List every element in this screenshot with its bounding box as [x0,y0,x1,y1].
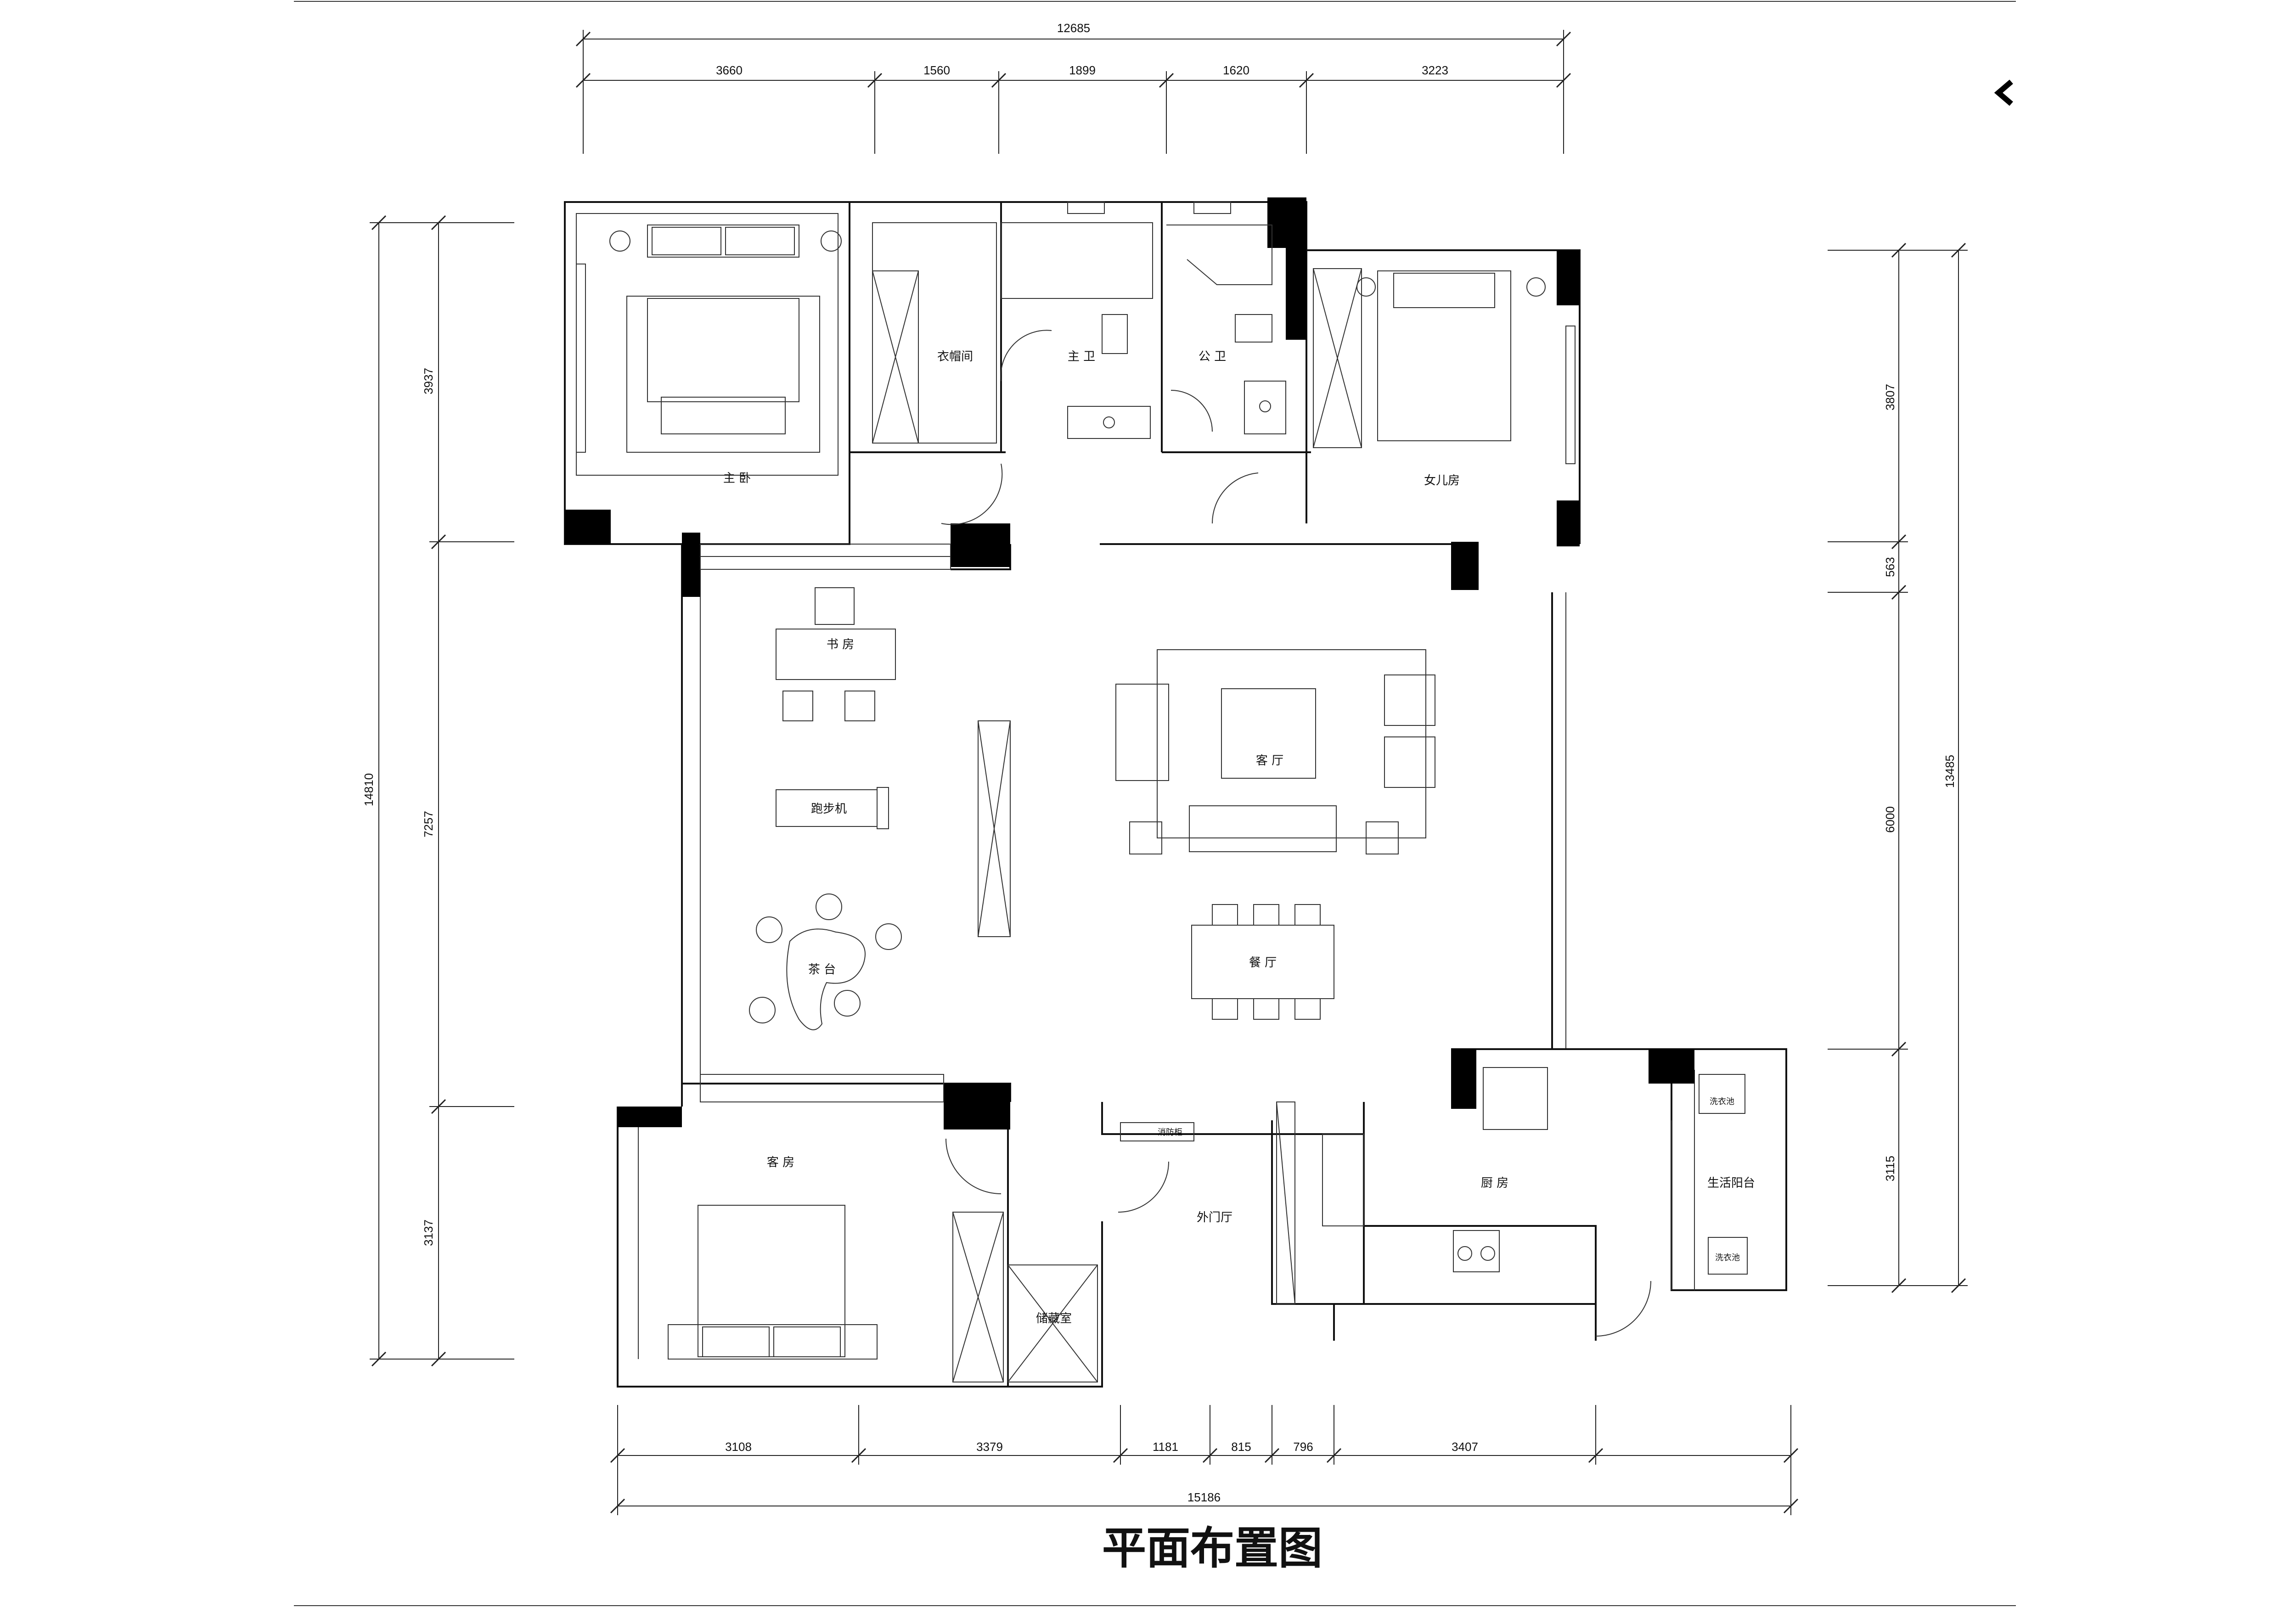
label-foyer: 外门厅 [1197,1211,1232,1225]
dim-left-3: 3137 [422,1219,435,1246]
label-storage: 储藏室 [1036,1312,1072,1326]
label-public-bath: 公 卫 [1199,350,1226,364]
door-swings [941,330,1651,1337]
dim-left-total: 14810 [362,773,376,806]
dim-top-2: 1560 [923,63,950,77]
kitchen-counters [1276,1067,1548,1304]
label-laundry-top: 洗衣池 [1710,1097,1734,1107]
label-kitchen: 厨 房 [1481,1176,1508,1190]
plan-title: 平面布置图 [1102,1523,1322,1574]
dim-right-4: 3115 [1883,1156,1897,1181]
top-dimensions: 12685 3660 1560 1899 1620 3223 [575,21,1571,154]
dim-bottom-2: 3379 [976,1440,1003,1454]
dim-bottom-5: 796 [1293,1440,1313,1454]
dim-right-1: 3807 [1883,384,1897,410]
dining-table [1191,904,1334,1020]
public-bath-fixtures [1166,225,1286,434]
label-study: 书 房 [827,638,854,652]
dim-bottom-4: 815 [1231,1440,1251,1454]
dim-bottom-total: 15186 [1187,1490,1221,1504]
dim-top-3: 1899 [1069,63,1096,77]
wardrobe-cabinet [872,222,997,444]
windows [576,202,1576,1102]
label-treadmill: 跑步机 [811,802,847,816]
study-furniture [776,587,896,721]
label-utility-balcony: 生活阳台 [1707,1176,1755,1190]
dim-top-5: 3223 [1422,63,1448,77]
guest-bed [668,1205,878,1360]
bottom-dimensions: 3108 3379 1181 815 796 3407 15186 [610,1405,1799,1515]
dim-top-4: 1620 [1223,63,1249,77]
label-guest-room: 客 房 [767,1156,794,1169]
walls [564,201,1787,1388]
dim-bottom-6: 3407 [1452,1440,1478,1454]
dim-top-1: 3660 [716,63,743,77]
label-living: 客 厅 [1256,754,1283,768]
daughter-bed [1313,268,1546,448]
master-bed [609,225,842,453]
label-shoe-cabinet: 消防柜 [1158,1128,1182,1137]
dim-right-2: 563 [1883,557,1897,577]
dim-left-2: 7257 [422,811,435,837]
label-tea: 茶 台 [808,963,836,977]
partition-shelf [978,720,1011,937]
dim-bottom-1: 3108 [725,1440,752,1454]
label-master-bath: 主 卫 [1068,350,1095,364]
tea-table [749,893,902,1030]
dim-right-3: 6000 [1883,806,1897,833]
dim-left-1: 3937 [422,368,435,394]
label-laundry-bottom: 洗衣池 [1715,1253,1740,1263]
dim-top-total: 12685 [1057,21,1090,35]
chevron-left-icon[interactable] [1994,79,2013,106]
structural-columns [565,197,1694,1129]
dim-bottom-3: 1181 [1153,1440,1178,1454]
master-bath-fixtures [1001,222,1153,439]
treadmill [776,787,889,829]
entry-cabinet [1120,1122,1194,1141]
left-dimensions: 14810 3937 7257 3137 [362,215,514,1367]
label-master-bedroom: 主 卧 [723,472,751,485]
dim-right-total: 13485 [1943,755,1957,788]
living-sofa-set [1115,649,1435,854]
guest-wardrobe [952,1212,1098,1382]
right-dimensions: 13485 3807 563 6000 3115 [1828,242,1968,1293]
utility-fixtures [1699,1074,1748,1275]
label-cloakroom: 衣帽间 [937,350,973,364]
label-dining: 餐 厅 [1249,956,1277,970]
label-daughter-room: 女儿房 [1424,474,1460,488]
